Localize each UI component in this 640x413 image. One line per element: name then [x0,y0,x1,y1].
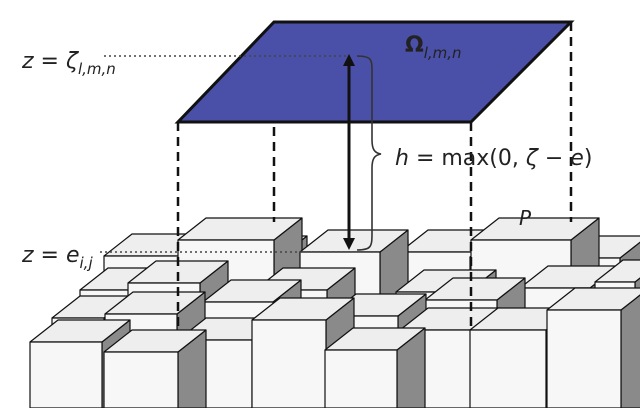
terrain-block [324,327,426,409]
block-front-face [546,309,622,409]
depth-arrow [343,54,355,250]
block-front-face [103,351,179,409]
omega-label: Ωl,m,n [405,33,462,62]
block-front-face [324,349,398,409]
block-front-face [469,329,547,409]
terrain-block [103,329,207,409]
omega-plane [174,20,575,124]
block-front-face [29,341,103,409]
terrain-blocks [29,217,640,409]
block-front-face [251,319,327,409]
terrain-block [546,287,640,409]
zeta-level-label: z = ζl,m,n [21,49,116,78]
e-level-label: z = ei,j [21,243,93,272]
depth-equation: h = max(0, ζ − e) [395,146,592,171]
depth-brace [356,55,382,251]
point-p-label: P [519,206,532,230]
